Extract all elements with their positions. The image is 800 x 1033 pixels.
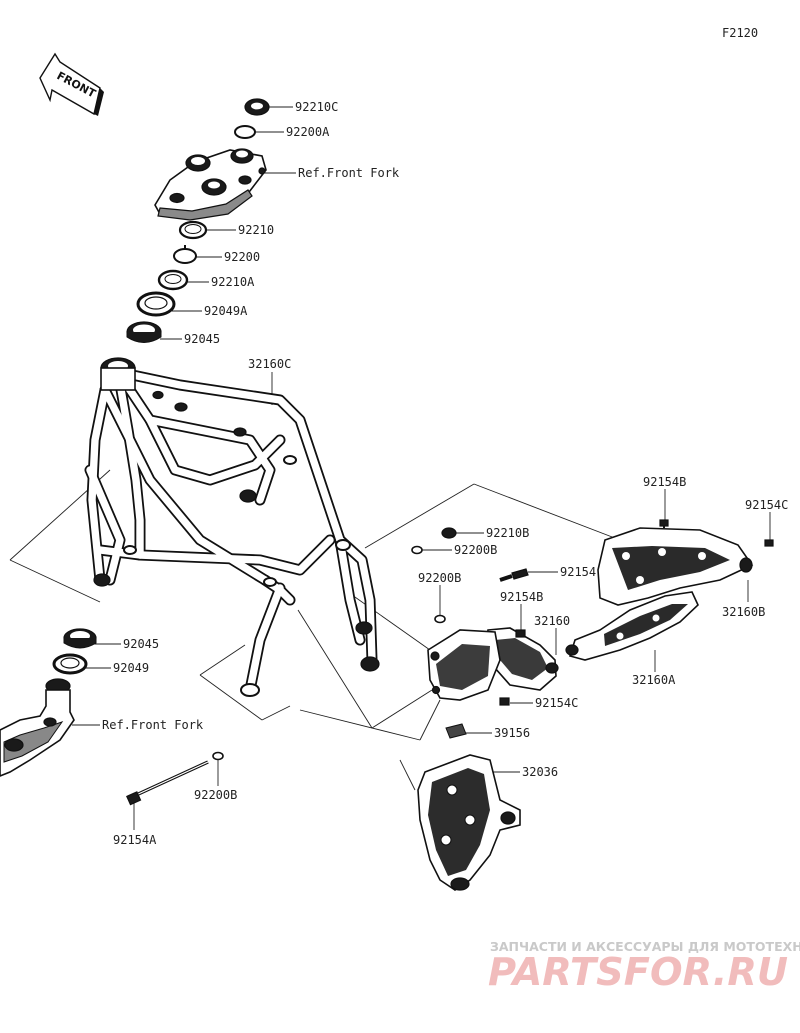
callout-92045-top: 92045 <box>184 332 220 346</box>
label-39156-icon <box>445 723 467 739</box>
side-cover-icon <box>427 629 501 701</box>
nut-92210c-icon <box>244 98 270 116</box>
bolt-92154-icon <box>499 568 529 582</box>
washer-92200b-a-icon <box>411 545 423 555</box>
washer-92200b-c-icon <box>212 751 224 761</box>
lower-triple-clamp-icon <box>0 678 75 777</box>
fasteners <box>126 519 774 806</box>
washer-92200a-icon <box>234 125 256 139</box>
callout-92049a: 92049A <box>204 304 248 318</box>
callout-32160a: 32160A <box>632 673 676 687</box>
lower-stack <box>0 628 97 777</box>
callout-labels: 92210C 92200A Ref.Front Fork 92210 92200… <box>102 100 788 847</box>
washer-92200b-b-icon <box>434 614 446 624</box>
bracket-32160-icon <box>484 627 559 691</box>
callout-92200: 92200 <box>224 250 260 264</box>
callout-92154: 92154 <box>560 565 596 579</box>
callout-92210b: 92210B <box>486 526 529 540</box>
callout-92045-bottom: 92045 <box>123 637 159 651</box>
nut-92210a-icon <box>157 269 189 291</box>
bearing-92045-bottom-icon <box>63 628 97 649</box>
callout-92049: 92049 <box>113 661 149 675</box>
main-frame-32160c-icon <box>84 357 380 697</box>
callout-92210: 92210 <box>238 223 274 237</box>
callout-32160b: 32160B <box>722 605 765 619</box>
bolt-92154c-right-icon <box>764 539 774 547</box>
bolt-92154a-icon <box>126 760 209 806</box>
callout-92154c-right: 92154C <box>745 498 788 512</box>
bracket-32160b-icon <box>597 527 754 606</box>
nut-92210-icon <box>178 220 208 240</box>
callout-92200b-c: 92200B <box>194 788 237 802</box>
callout-39156: 39156 <box>494 726 530 740</box>
bolt-92154b-mid-icon <box>515 629 526 638</box>
callout-92210c: 92210C <box>295 100 338 114</box>
watermark: ЗАПЧАСТИ И АКСЕССУАРЫ ДЛЯ МОТОТЕХНИКИ PA… <box>488 939 800 994</box>
callout-92154b-right: 92154B <box>643 475 686 489</box>
bolt-92154b-right-icon <box>659 519 669 528</box>
callout-32160: 32160 <box>534 614 570 628</box>
nut-92210b-icon <box>441 527 457 539</box>
callout-92200a: 92200A <box>286 125 330 139</box>
callout-92154a: 92154A <box>113 833 157 847</box>
callout-92210a: 92210A <box>211 275 255 289</box>
bracket-32036-icon <box>417 754 521 891</box>
callout-32036: 32036 <box>522 765 558 779</box>
callout-ref-front-fork-top: Ref.Front Fork <box>298 166 400 180</box>
callout-92200b-b: 92200B <box>418 571 461 585</box>
bracket-32160a-icon <box>565 591 699 661</box>
upper-triple-clamp-icon <box>154 148 267 221</box>
callout-32160c: 32160C <box>248 357 291 371</box>
bearing-92045-top-icon <box>126 321 162 343</box>
steering-stack <box>126 98 270 343</box>
callout-92154c-mid: 92154C <box>535 696 578 710</box>
callout-92154b-mid: 92154B <box>500 590 543 604</box>
diagram-code: F2120 <box>722 26 758 40</box>
lock-washer-92200-icon <box>173 245 197 264</box>
seal-92049a-icon <box>136 291 176 317</box>
callout-ref-front-fork-bottom: Ref.Front Fork <box>102 718 204 732</box>
seal-92049-icon <box>52 653 88 675</box>
bolt-92154c-mid-icon <box>499 697 510 706</box>
watermark-subtitle: ЗАПЧАСТИ И АКСЕССУАРЫ ДЛЯ МОТОТЕХНИКИ <box>490 939 800 954</box>
callout-92200b-a: 92200B <box>454 543 497 557</box>
watermark-brand: PARTSFOR.RU <box>488 950 788 994</box>
front-arrow-icon: FRONT <box>39 52 104 116</box>
